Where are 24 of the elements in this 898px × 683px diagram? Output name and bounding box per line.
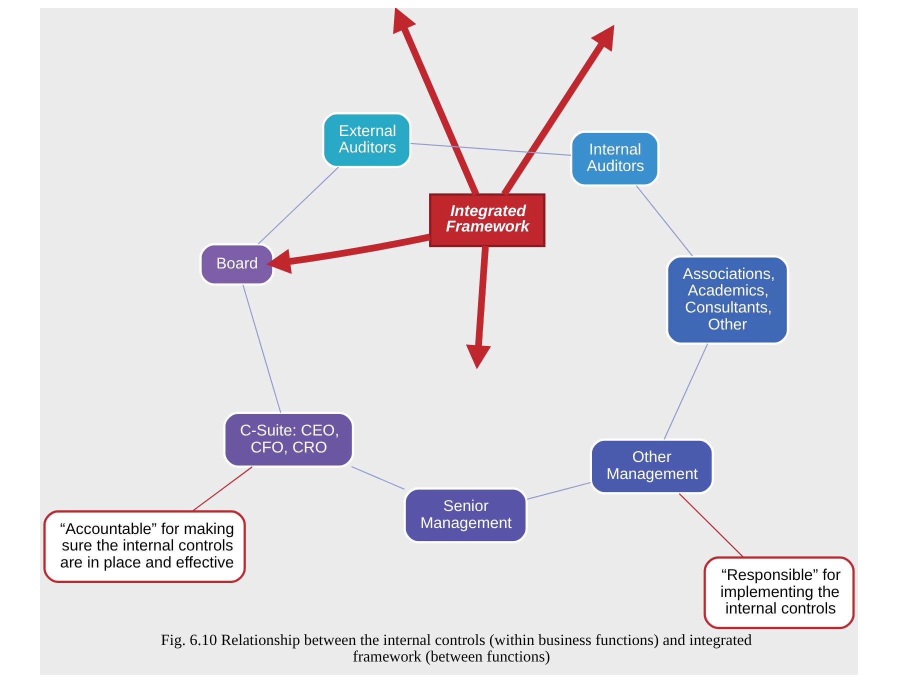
arrow	[466, 246, 492, 370]
connector	[664, 343, 708, 440]
node-box: External Auditors	[322, 112, 412, 168]
node-box: “Responsible” for implementing the internal controls	[704, 556, 855, 630]
arrow	[393, 8, 480, 196]
caption: Fig. 6.10 Relationship between the internal controls (within business functions) and integrated framework (between functions)	[160, 632, 752, 666]
node-box: C-Suite: CEO, CFO, CRO	[223, 412, 354, 468]
node-box: Senior Management	[404, 487, 528, 544]
node-box: Board	[199, 243, 274, 286]
arrow	[501, 24, 614, 196]
connector	[636, 185, 693, 256]
connector	[678, 493, 744, 558]
node-box: Integrated Framework	[429, 193, 546, 248]
connector	[242, 284, 282, 414]
node-box: “Accountable” for making sure the internal controls are in place and effective	[43, 510, 246, 583]
connector	[192, 466, 252, 512]
node-box: Associations, Academics, Consultants, Other	[666, 255, 790, 345]
connector	[410, 142, 572, 156]
connector	[258, 166, 339, 244]
node-box: Other Management	[590, 438, 714, 494]
connector	[351, 466, 405, 490]
node-box: Internal Auditors	[570, 130, 660, 187]
connector	[527, 482, 591, 500]
arrow	[266, 234, 431, 274]
